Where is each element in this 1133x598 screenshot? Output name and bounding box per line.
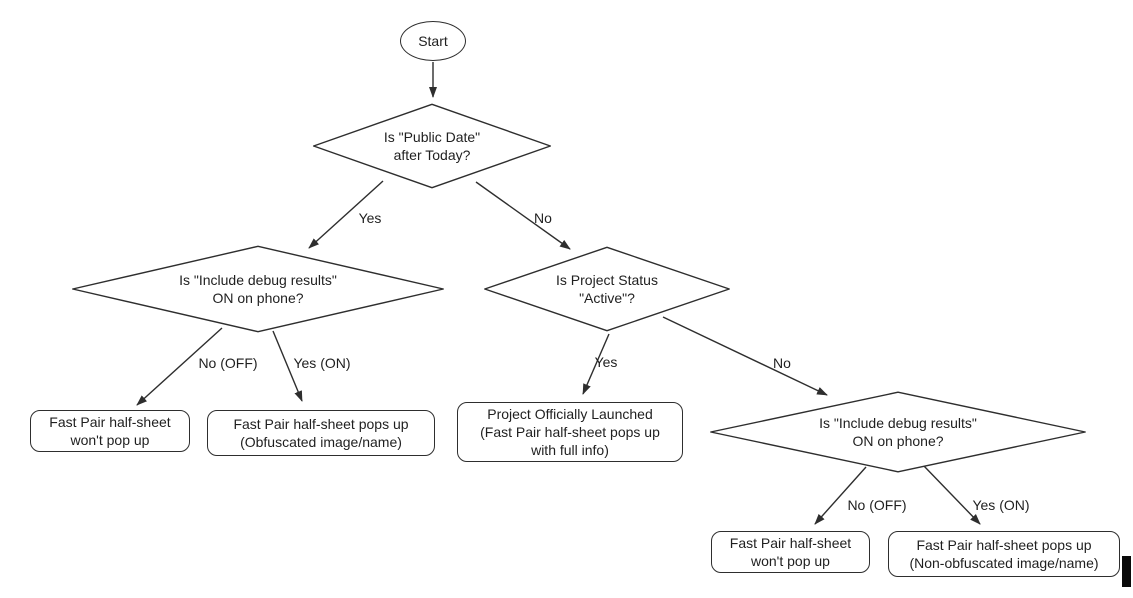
decision-public-date: Is "Public Date" after Today? <box>310 103 554 189</box>
node-start: Start <box>400 21 466 61</box>
node-text: (Fast Pair half-sheet pops up <box>480 424 660 440</box>
node-text: Fast Pair half-sheet pops up <box>916 537 1092 553</box>
edge-debug-right-no-off <box>814 466 867 525</box>
node-text: Is "Public Date" <box>383 129 481 145</box>
edge-project-status-no <box>662 316 828 396</box>
edge-label-no-mid: No <box>773 355 791 371</box>
node-text: Is Project Status <box>556 272 658 288</box>
diamond-shape <box>481 246 733 332</box>
node-text: ON on phone? <box>212 290 304 306</box>
node-text: won't pop up <box>751 553 830 569</box>
node-text: with full info) <box>531 442 609 458</box>
node-text: Fast Pair half-sheet <box>49 414 171 430</box>
node-text: ON on phone? <box>852 433 944 449</box>
edge-label-no-off-left: No (OFF) <box>198 355 258 371</box>
node-text: Fast Pair half-sheet pops up <box>233 416 409 432</box>
node-text: Is "Include debug results" <box>179 272 337 288</box>
node-text: won't pop up <box>70 432 150 448</box>
node-text: after Today? <box>393 147 471 163</box>
edge-public-date-no <box>475 181 571 250</box>
decision-debug-right: Is "Include debug results" ON on phone? <box>705 391 1091 473</box>
edge-label-no-top: No <box>534 210 552 226</box>
node-text: "Active"? <box>579 290 635 306</box>
node-text: Fast Pair half-sheet <box>729 535 852 551</box>
node-text: Project Officially Launched <box>487 406 653 422</box>
edge-debug-left-yes-on <box>272 330 303 402</box>
edge-label-yes-on-left: Yes (ON) <box>293 355 351 371</box>
edge-public-date-yes <box>308 180 384 249</box>
decision-project-status: Is Project Status "Active"? <box>481 246 733 332</box>
node-text: Is "Include debug results" <box>819 415 977 431</box>
edge-debug-right-yes-on <box>922 464 981 525</box>
text-cursor-artifact <box>1122 556 1131 587</box>
result-non-obfuscated-popup: Fast Pair half-sheet pops up (Non-obfusc… <box>888 531 1120 577</box>
edge-debug-left-no-off <box>136 327 223 406</box>
edge-project-status-yes <box>582 333 610 395</box>
node-text: Start <box>418 33 448 49</box>
decision-debug-left: Is "Include debug results" ON on phone? <box>67 245 449 333</box>
result-launched: Project Officially Launched (Fast Pair h… <box>457 402 683 462</box>
node-text: (Non-obfuscated image/name) <box>909 555 1099 571</box>
edge-label-yes-on-right: Yes (ON) <box>972 497 1030 513</box>
diamond-shape <box>310 103 554 189</box>
result-obfuscated-popup: Fast Pair half-sheet pops up (Obfuscated… <box>207 410 435 456</box>
edge-label-yes-top: Yes <box>358 210 382 226</box>
edge-label-no-off-right: No (OFF) <box>847 497 907 513</box>
node-text: (Obfuscated image/name) <box>240 434 402 450</box>
diamond-shape <box>67 245 449 333</box>
diamond-shape <box>705 391 1091 473</box>
result-no-popup-right: Fast Pair half-sheet won't pop up <box>711 531 870 573</box>
result-no-popup-left: Fast Pair half-sheet won't pop up <box>30 410 190 452</box>
edge-label-yes-mid: Yes <box>594 354 618 370</box>
